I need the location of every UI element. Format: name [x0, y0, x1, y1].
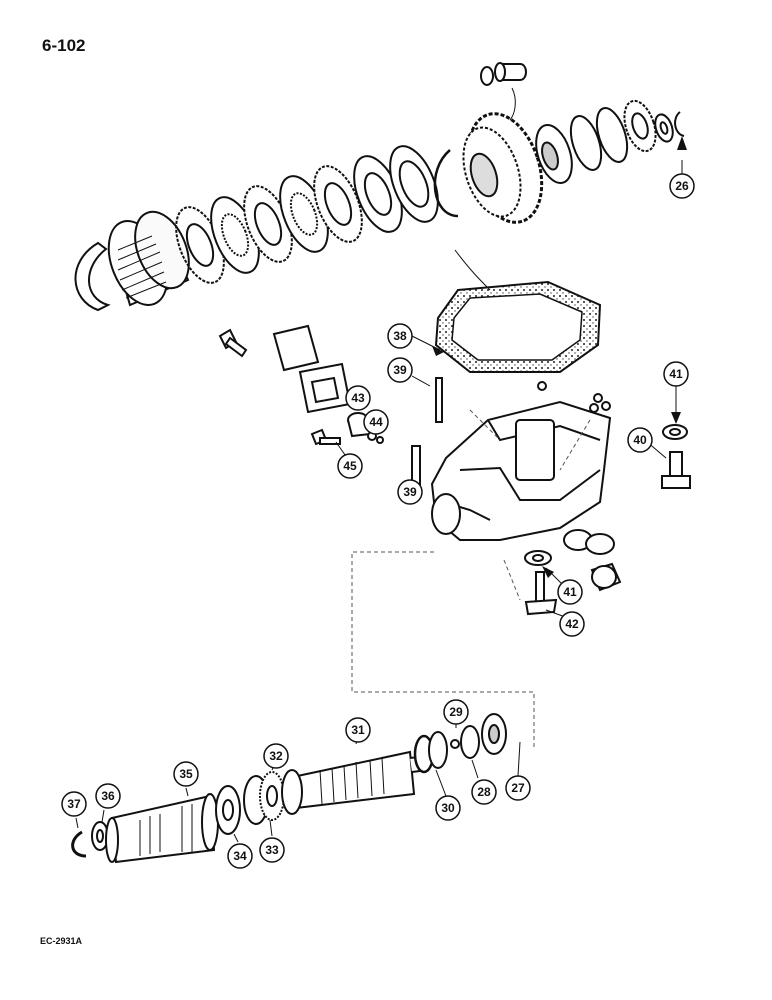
alignment-lines — [351, 409, 591, 748]
svg-text:27: 27 — [511, 781, 525, 795]
callout-33: 33 — [259, 837, 285, 863]
gasket — [434, 249, 602, 373]
svg-text:37: 37 — [67, 797, 81, 811]
svg-text:34: 34 — [233, 849, 247, 863]
svg-text:32: 32 — [269, 749, 283, 763]
callout-42: 42 — [559, 611, 585, 637]
callout-26: 26 — [669, 173, 695, 199]
clutch-hub — [107, 210, 190, 307]
callout-44: 44 — [363, 409, 389, 435]
svg-text:29: 29 — [449, 705, 463, 719]
callout-39-lower: 39 — [397, 479, 423, 505]
callout-45: 45 — [337, 453, 363, 479]
callout-37: 37 — [61, 791, 87, 817]
svg-text:35: 35 — [179, 767, 193, 781]
callout-34: 34 — [227, 843, 253, 869]
driven-gear — [462, 112, 544, 224]
clutch-discs — [175, 145, 459, 284]
svg-text:33: 33 — [265, 843, 279, 857]
svg-text:30: 30 — [441, 801, 455, 815]
gearbox-housing — [430, 381, 691, 616]
svg-text:31: 31 — [351, 723, 365, 737]
callout-31: 31 — [345, 717, 371, 743]
svg-text:40: 40 — [633, 433, 647, 447]
snap-ring — [74, 241, 111, 312]
arrow-marks — [432, 136, 687, 578]
shaft-assembly — [71, 713, 507, 864]
callout-41-upper: 41 — [663, 361, 689, 387]
svg-text:26: 26 — [675, 179, 689, 193]
svg-text:41: 41 — [563, 585, 577, 599]
callout-41-lower: 41 — [557, 579, 583, 605]
svg-text:44: 44 — [369, 415, 383, 429]
callout-39-upper: 39 — [387, 357, 413, 383]
callouts: 26 27 28 29 30 31 32 33 34 35 36 37 38 3… — [61, 173, 695, 869]
callout-38: 38 — [387, 323, 413, 349]
svg-text:39: 39 — [403, 485, 417, 499]
svg-text:42: 42 — [565, 617, 579, 631]
clutch-pack-assembly — [74, 62, 685, 312]
callout-29: 29 — [443, 699, 469, 725]
callout-40: 40 — [627, 427, 653, 453]
callout-28: 28 — [471, 779, 497, 805]
callout-30: 30 — [435, 795, 461, 821]
svg-text:28: 28 — [477, 785, 491, 799]
callout-32: 32 — [263, 743, 289, 769]
svg-text:36: 36 — [101, 789, 115, 803]
svg-text:41: 41 — [669, 367, 683, 381]
callout-35: 35 — [173, 761, 199, 787]
svg-text:45: 45 — [343, 459, 357, 473]
svg-text:38: 38 — [393, 329, 407, 343]
callout-27: 27 — [505, 775, 531, 801]
callout-36: 36 — [95, 783, 121, 809]
svg-text:39: 39 — [393, 363, 407, 377]
callout-43: 43 — [345, 385, 371, 411]
page-number: 6-102 — [42, 36, 86, 55]
cover-plate-group — [218, 324, 443, 485]
svg-text:43: 43 — [351, 391, 365, 405]
figure-code: EC-2931A — [40, 936, 83, 946]
